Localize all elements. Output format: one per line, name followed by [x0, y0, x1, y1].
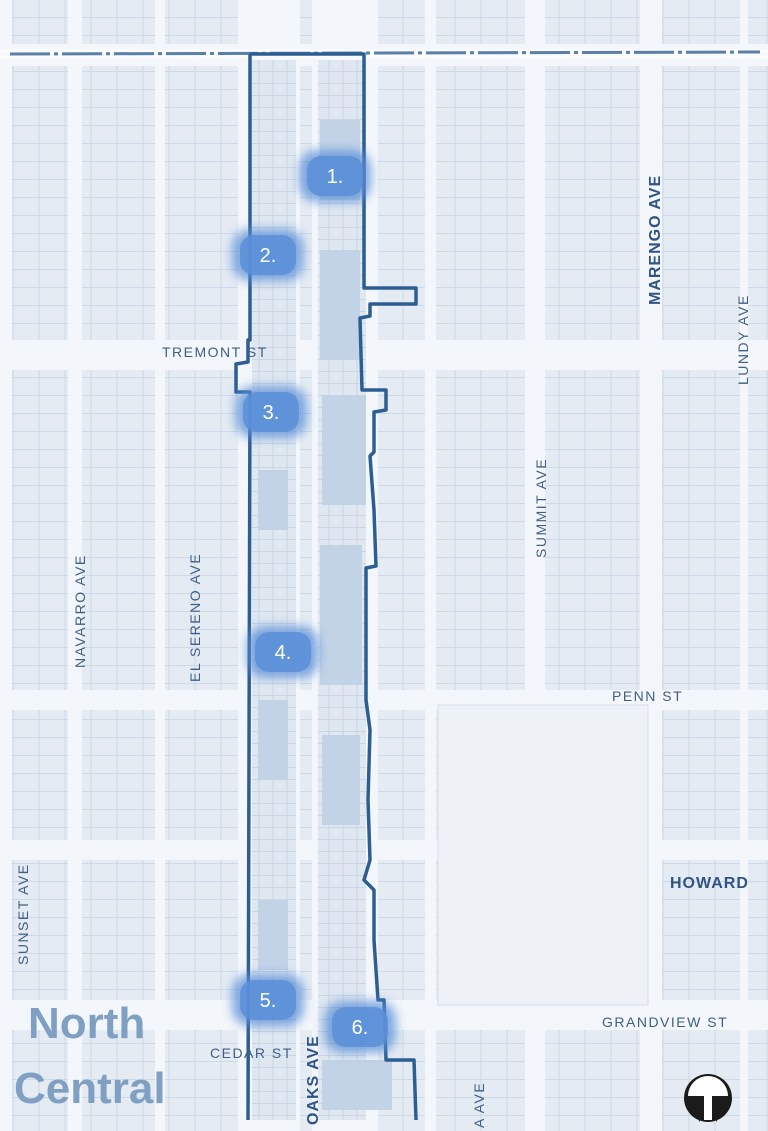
city-block: [748, 1030, 768, 1131]
marker-badge: [243, 392, 299, 432]
city-block: [165, 0, 238, 44]
city-block: [545, 370, 640, 690]
street-label-marengo: MARENGO AVE: [647, 175, 664, 305]
city-block: [300, 370, 312, 690]
marker-badge: [332, 1007, 388, 1047]
street-label-penn: PENN ST: [612, 688, 683, 704]
marker-5: 5.: [232, 974, 304, 1026]
street-label-grandview: GRANDVIEW ST: [602, 1014, 728, 1030]
city-block: [82, 0, 155, 44]
city-block: [165, 710, 238, 840]
city-block: [378, 710, 425, 840]
region-label-line1: North: [28, 999, 145, 1048]
city-block: [82, 66, 155, 340]
marker-3: 3.: [235, 386, 307, 438]
city-block: [545, 0, 640, 44]
street-label-lundy: LUNDY AVE: [735, 294, 751, 385]
marker-badge: [240, 980, 296, 1020]
city-block: [662, 66, 740, 340]
city-block: [165, 370, 238, 690]
marker-4: 4.: [247, 626, 319, 678]
city-block: [82, 370, 155, 690]
city-block: [300, 710, 312, 840]
city-block: [748, 370, 768, 690]
city-block: [748, 66, 768, 340]
open-parcel: [437, 704, 649, 1006]
city-block: [378, 66, 425, 340]
corridor-parcels: [252, 60, 392, 1120]
region-label-line2: Central: [14, 1064, 166, 1113]
city-block: [378, 370, 425, 690]
city-block: [662, 710, 740, 840]
street-label-el-sereno: EL SERENO AVE: [187, 553, 203, 682]
marker-badge: [240, 235, 296, 275]
city-block: [748, 710, 768, 840]
top-boundary-line: [9, 50, 761, 56]
region-label: North Central: [14, 999, 166, 1113]
street-label-navarro: NAVARRO AVE: [72, 554, 88, 668]
street-label-summit: SUMMIT AVE: [533, 458, 549, 558]
city-block: [12, 66, 68, 340]
marker-badge: [307, 156, 363, 196]
street-label-sunset: SUNSET AVE: [15, 863, 31, 965]
city-block: [300, 860, 312, 1000]
city-block: [300, 1030, 312, 1131]
city-block: [12, 0, 68, 44]
city-block: [436, 370, 525, 690]
city-block: [662, 860, 740, 1000]
city-block: [12, 710, 68, 840]
city-block: [165, 860, 238, 1000]
marker-label: 1.: [327, 166, 344, 188]
marker-label: 3.: [263, 402, 280, 424]
street-label-oaks: OAKS AVE: [305, 1035, 322, 1125]
city-block: [12, 1030, 68, 1131]
north-arrow-icon: [684, 1074, 732, 1122]
city-block: [300, 66, 312, 340]
city-block: [436, 0, 525, 44]
city-block: [12, 370, 68, 690]
street-label-cedar: CEDAR ST: [210, 1045, 293, 1061]
numbered-markers: 1. 2. 3. 4. 5. 6.: [232, 150, 396, 1053]
city-block: [165, 66, 238, 340]
marker-label: 6.: [352, 1017, 369, 1039]
city-block: [82, 860, 155, 1000]
city-block: [82, 1030, 155, 1131]
marker-1: 1.: [299, 150, 371, 202]
marker-label: 4.: [275, 642, 292, 664]
city-block: [436, 1030, 525, 1131]
street-label-a-ave: A AVE: [471, 1082, 487, 1128]
city-block: [662, 0, 740, 44]
marker-label: 2.: [260, 245, 277, 267]
city-block: [436, 66, 525, 340]
city-block: [748, 860, 768, 1000]
city-block: [378, 860, 425, 1000]
marker-label: 5.: [260, 990, 277, 1012]
city-block: [82, 710, 155, 840]
street-label-tremont: TREMONT ST: [162, 344, 268, 360]
city-block: [378, 0, 425, 44]
city-block: [300, 0, 312, 44]
city-block: [12, 860, 68, 1000]
marker-2: 2.: [232, 229, 304, 281]
street-labels: TREMONT ST MARENGO AVE LUNDY AVE SUMMIT …: [15, 175, 751, 1128]
marker-6: 6.: [324, 1001, 396, 1053]
street-label-howard: HOWARD: [670, 875, 749, 892]
city-block: [545, 66, 640, 340]
city-block: [748, 0, 768, 44]
city-block: [545, 1030, 640, 1131]
city-block: [165, 1030, 238, 1131]
city-block: [662, 370, 740, 690]
marker-badge: [255, 632, 311, 672]
